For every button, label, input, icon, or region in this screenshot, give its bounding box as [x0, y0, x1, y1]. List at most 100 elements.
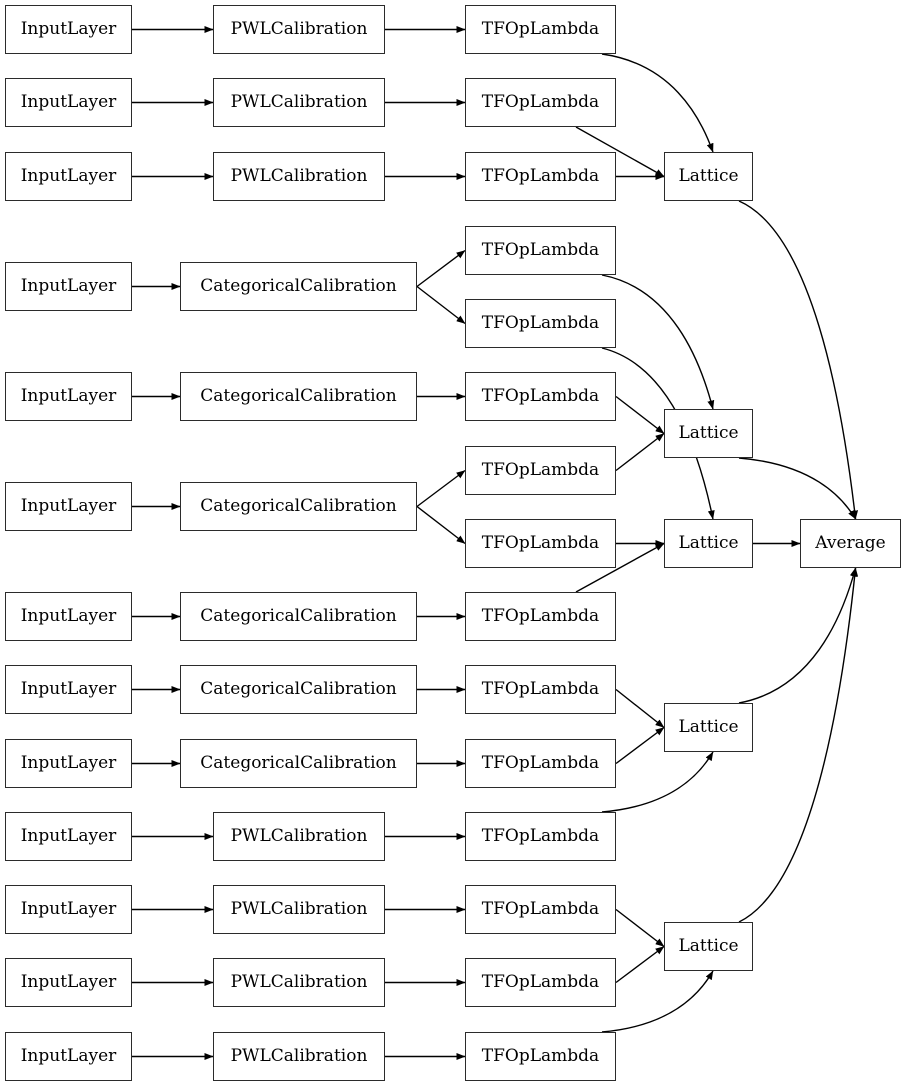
node-cal7[interactable]: CategoricalCalibration: [180, 592, 417, 641]
node-lat5[interactable]: Lattice: [664, 922, 753, 971]
node-in9[interactable]: InputLayer: [5, 739, 132, 788]
edge-lam10-to-lat4: [615, 688, 665, 729]
edge-lat2-to-avg: [738, 457, 857, 520]
node-lat3[interactable]: Lattice: [664, 519, 753, 568]
node-in7[interactable]: InputLayer: [5, 592, 132, 641]
node-lam9[interactable]: TFOpLambda: [465, 592, 616, 641]
node-label: TFOpLambda: [481, 92, 600, 112]
node-cal2[interactable]: PWLCalibration: [213, 78, 385, 127]
edge-lat4-to-avg: [738, 567, 857, 704]
node-lam3[interactable]: TFOpLambda: [465, 152, 616, 201]
node-lat1[interactable]: Lattice: [664, 152, 753, 201]
node-lam15[interactable]: TFOpLambda: [465, 1032, 616, 1081]
node-lat4[interactable]: Lattice: [664, 703, 753, 752]
node-lam2[interactable]: TFOpLambda: [465, 78, 616, 127]
node-in8[interactable]: InputLayer: [5, 665, 132, 714]
node-in12[interactable]: InputLayer: [5, 958, 132, 1007]
node-lam8[interactable]: TFOpLambda: [465, 519, 616, 568]
node-label: Average: [815, 533, 886, 553]
node-avg[interactable]: Average: [800, 519, 901, 568]
node-label: Lattice: [678, 423, 739, 443]
edge-lam12-to-lat4: [601, 751, 714, 813]
node-label: InputLayer: [20, 899, 117, 919]
node-label: TFOpLambda: [481, 606, 600, 626]
node-label: CategoricalCalibration: [200, 753, 397, 773]
edge-lam14-to-lat5: [615, 945, 665, 984]
node-label: InputLayer: [20, 1046, 117, 1066]
node-in13[interactable]: InputLayer: [5, 1032, 132, 1081]
node-label: InputLayer: [20, 92, 117, 112]
node-label: TFOpLambda: [481, 972, 600, 992]
node-label: TFOpLambda: [481, 166, 600, 186]
edge-cal4-to-lam5: [416, 285, 466, 325]
node-label: InputLayer: [20, 679, 117, 699]
edge-lam6-to-lat2: [615, 395, 665, 435]
node-label: InputLayer: [20, 276, 117, 296]
node-in11[interactable]: InputLayer: [5, 885, 132, 934]
node-in10[interactable]: InputLayer: [5, 812, 132, 861]
node-label: TFOpLambda: [481, 460, 600, 480]
node-label: TFOpLambda: [481, 386, 600, 406]
edge-lat1-to-avg: [738, 200, 859, 520]
node-lat2[interactable]: Lattice: [664, 409, 753, 458]
node-label: InputLayer: [20, 972, 117, 992]
node-in5[interactable]: InputLayer: [5, 372, 132, 421]
node-cal3[interactable]: PWLCalibration: [213, 152, 385, 201]
edge-lam15-to-lat5: [601, 970, 714, 1033]
edge-cal6-to-lam7: [416, 469, 466, 508]
edge-lam1-to-lat1: [601, 53, 714, 153]
node-label: CategoricalCalibration: [200, 276, 397, 296]
node-label: Lattice: [678, 166, 739, 186]
node-label: PWLCalibration: [230, 899, 368, 919]
node-label: TFOpLambda: [481, 826, 600, 846]
node-label: TFOpLambda: [481, 679, 600, 699]
edge-cal6-to-lam8: [416, 505, 466, 545]
node-lam5[interactable]: TFOpLambda: [465, 299, 616, 348]
node-label: Lattice: [678, 936, 739, 956]
node-cal11[interactable]: PWLCalibration: [213, 885, 385, 934]
node-label: InputLayer: [20, 826, 117, 846]
edge-lam4-to-lat2: [601, 274, 715, 410]
edge-lam13-to-lat5: [615, 908, 665, 948]
node-label: PWLCalibration: [230, 1046, 368, 1066]
node-label: TFOpLambda: [481, 533, 600, 553]
node-lam4[interactable]: TFOpLambda: [465, 226, 616, 275]
node-label: InputLayer: [20, 19, 117, 39]
edge-cal4-to-lam4: [416, 249, 466, 288]
edge-lat5-to-avg: [738, 567, 859, 923]
node-label: InputLayer: [20, 606, 117, 626]
node-lam11[interactable]: TFOpLambda: [465, 739, 616, 788]
node-lam6[interactable]: TFOpLambda: [465, 372, 616, 421]
node-cal12[interactable]: PWLCalibration: [213, 958, 385, 1007]
node-cal6[interactable]: CategoricalCalibration: [180, 482, 417, 531]
edge-lam7-to-lat2: [615, 432, 665, 472]
node-in3[interactable]: InputLayer: [5, 152, 132, 201]
node-in4[interactable]: InputLayer: [5, 262, 132, 311]
node-lam14[interactable]: TFOpLambda: [465, 958, 616, 1007]
node-label: TFOpLambda: [481, 1046, 600, 1066]
node-in1[interactable]: InputLayer: [5, 5, 132, 54]
edge-lam11-to-lat4: [615, 726, 665, 765]
node-cal5[interactable]: CategoricalCalibration: [180, 372, 417, 421]
node-lam13[interactable]: TFOpLambda: [465, 885, 616, 934]
node-cal9[interactable]: CategoricalCalibration: [180, 739, 417, 788]
node-label: PWLCalibration: [230, 972, 368, 992]
node-lam1[interactable]: TFOpLambda: [465, 5, 616, 54]
node-cal10[interactable]: PWLCalibration: [213, 812, 385, 861]
node-label: PWLCalibration: [230, 826, 368, 846]
node-cal13[interactable]: PWLCalibration: [213, 1032, 385, 1081]
node-cal4[interactable]: CategoricalCalibration: [180, 262, 417, 311]
node-in6[interactable]: InputLayer: [5, 482, 132, 531]
node-lam12[interactable]: TFOpLambda: [465, 812, 616, 861]
node-label: InputLayer: [20, 386, 117, 406]
node-cal8[interactable]: CategoricalCalibration: [180, 665, 417, 714]
node-in2[interactable]: InputLayer: [5, 78, 132, 127]
node-label: TFOpLambda: [481, 19, 600, 39]
node-label: Lattice: [678, 533, 739, 553]
node-label: CategoricalCalibration: [200, 679, 397, 699]
node-cal1[interactable]: PWLCalibration: [213, 5, 385, 54]
node-lam7[interactable]: TFOpLambda: [465, 446, 616, 495]
node-lam10[interactable]: TFOpLambda: [465, 665, 616, 714]
